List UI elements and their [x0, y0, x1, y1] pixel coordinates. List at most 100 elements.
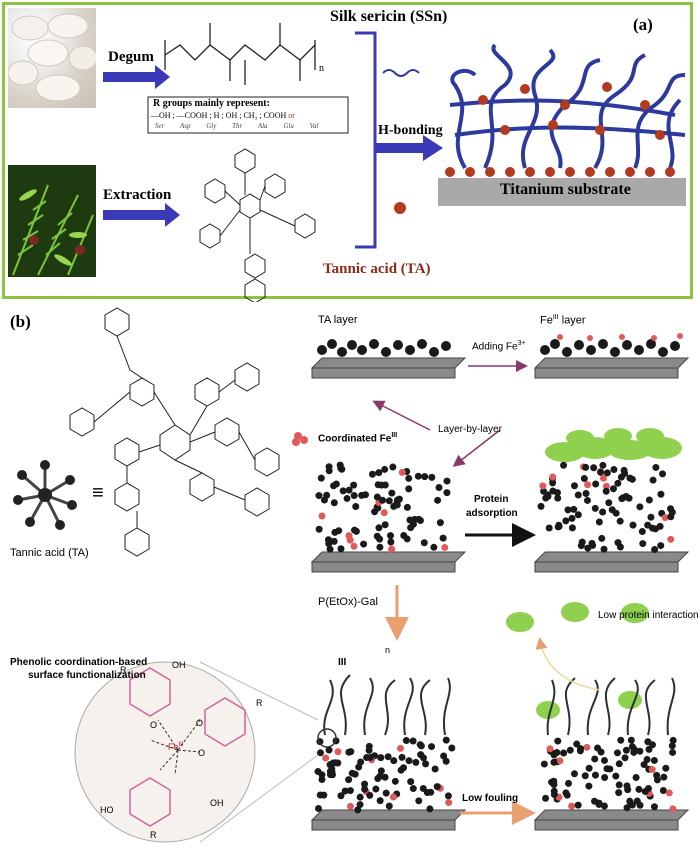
ta-ball [350, 542, 358, 550]
adding-fe-label: Adding Fe3+ [472, 340, 526, 352]
ta-ball [598, 534, 606, 542]
o-label-2: O [196, 718, 204, 728]
ta-ball [316, 749, 324, 757]
ta-ball [365, 746, 373, 754]
ta-ball [443, 489, 451, 497]
ta-ball [583, 496, 591, 504]
ta-ball [612, 772, 620, 780]
ta-ball [351, 770, 359, 778]
ta-ball [414, 472, 422, 480]
ta-ball [582, 463, 590, 471]
ta-ball [339, 487, 347, 495]
ta-ball [350, 481, 358, 489]
ta-ball [443, 477, 451, 485]
ta-ball [613, 749, 621, 757]
ta-ball [667, 513, 675, 521]
coordinated-sup: III [391, 432, 398, 439]
ta-ball [391, 777, 399, 785]
adding-fe-text: Adding Fe [472, 341, 518, 353]
ta-ball [337, 792, 345, 800]
ta-ball [341, 787, 349, 795]
ta-ball [667, 505, 675, 513]
ta-name-label: Tannic acid (TA) [10, 547, 89, 559]
ta-ball [624, 786, 632, 794]
ta-ball [573, 740, 581, 748]
ta-ball [645, 496, 653, 504]
ta-ball [350, 526, 358, 534]
ta-ball [639, 540, 647, 548]
ta-ball [652, 463, 660, 471]
ta-ball [361, 785, 369, 793]
ta-ball [315, 492, 323, 500]
ta-ball [441, 543, 449, 551]
ta-ball [325, 746, 333, 754]
amino-acid-names: Ser Asp Gly Thr Ala Glu Val [155, 122, 319, 130]
ta-structure-b [69, 307, 280, 557]
ta-ball [574, 491, 582, 499]
fe-center-text: Fe [168, 742, 179, 752]
amino-acid: Val [309, 122, 319, 130]
ta-ball [653, 771, 661, 779]
ta-ball [585, 782, 593, 790]
ta-ball [384, 753, 392, 761]
ta-ball [550, 781, 558, 789]
ta-ball [375, 524, 383, 532]
ta-ball [601, 773, 609, 781]
ta-ball [431, 765, 439, 773]
ta-ball [622, 493, 630, 501]
ta-ball [657, 490, 665, 498]
amino-acid: Ala [257, 122, 268, 130]
oh-label-2: OH [210, 798, 224, 808]
r-label-3: R [150, 830, 157, 840]
ta-ball [661, 514, 669, 522]
ta-ball [566, 746, 574, 754]
coordinated-text: Coordinated Fe [318, 433, 392, 445]
sericin-structure [164, 23, 316, 85]
ta-ball [546, 745, 554, 753]
ta-ball [379, 496, 387, 504]
amino-acid: Ser [155, 122, 165, 130]
ta-ball [605, 499, 613, 507]
ta-ball [545, 524, 553, 532]
ta-ball [326, 545, 334, 553]
ta-ball [375, 469, 383, 477]
ta-ball [576, 747, 584, 755]
ta-ball [439, 534, 447, 542]
ta-ball [621, 754, 629, 762]
ta-ball [315, 804, 323, 812]
fe-center-label: FeIII [168, 742, 184, 752]
ta-ball [322, 754, 330, 762]
ta-ball [570, 770, 578, 778]
ta-ball [649, 476, 657, 484]
r-formula: —OH ; [151, 111, 175, 120]
ta-ball [574, 511, 582, 519]
ta-ball [385, 802, 393, 810]
ta-ball [324, 536, 332, 544]
ta-ball [411, 515, 419, 523]
ta-ball [554, 737, 562, 745]
ta-ball [376, 797, 384, 805]
ta-ball [560, 749, 568, 757]
ta-ball [592, 480, 600, 488]
fe-layer-label: FeIII layer [540, 314, 586, 327]
ta-ball [366, 791, 374, 799]
ta-ball [398, 753, 406, 761]
r-formula: or [288, 111, 295, 120]
h-bonding-label: H-bonding [378, 123, 443, 138]
ho-label: HO [100, 805, 114, 815]
ta-ball [590, 464, 598, 472]
ta-ball [442, 757, 450, 765]
ta-ball [659, 786, 667, 794]
ta-ball [317, 474, 325, 482]
ta-ball [354, 806, 362, 814]
ta-ball [597, 468, 605, 476]
ta-ball [582, 490, 590, 498]
ta-ball [602, 482, 610, 490]
protein-label: Protein [474, 494, 509, 505]
ta-ball [549, 479, 557, 487]
fe-markers [292, 333, 683, 446]
fe-layer-suffix: layer [558, 314, 586, 327]
r-label-2: R [256, 698, 263, 708]
ta-ball [390, 757, 398, 765]
ta-ball [405, 757, 413, 765]
